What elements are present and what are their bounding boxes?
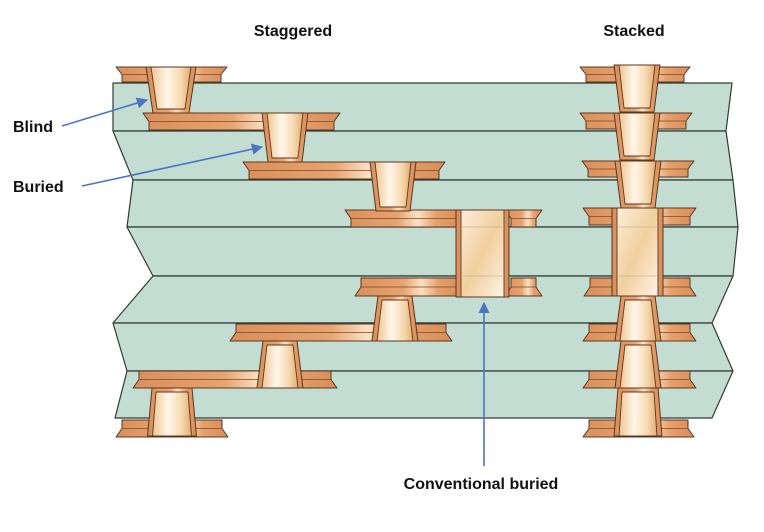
conventional-buried-via: [455, 209, 510, 298]
staggered-trace-layer7: [132, 370, 338, 389]
via-fill: [376, 299, 414, 342]
staggered-buried-microvia-6: [256, 340, 304, 389]
blind-arrow: [61, 97, 149, 127]
via-fill: [619, 344, 657, 389]
staggered-buried-microvia-3: [369, 161, 417, 212]
via-fill: [616, 207, 659, 297]
stacked-heading: Stacked: [603, 23, 664, 40]
staggered-trace-layer2: [142, 112, 341, 131]
via-fill: [266, 112, 304, 159]
via-fill: [619, 160, 657, 205]
conventional-via-right-pad-bottom: [504, 277, 543, 297]
stacked-core-buried-via: [611, 207, 664, 297]
stacked-microvia-5: [614, 295, 662, 342]
conventional-buried-label: Conventional buried: [404, 476, 559, 493]
stacked-blind-via-top: [613, 64, 661, 113]
staggered-trace-layer6: [229, 323, 453, 342]
staggered-buried-microvia-2: [261, 112, 309, 163]
blind-label: Blind: [13, 119, 53, 136]
stacked-microvia-3: [614, 160, 662, 209]
stacked-microvia-6: [614, 340, 662, 389]
stacked-microvia-2: [613, 112, 661, 161]
staggered-trace-layer5: [354, 277, 463, 297]
via-fill: [619, 299, 657, 342]
vias: [145, 64, 664, 437]
buried-label: Buried: [13, 179, 64, 196]
buried-arrow: [81, 143, 264, 187]
via-fill: [460, 209, 505, 298]
via-fill: [150, 66, 192, 110]
staggered-blind-via-bottom: [147, 387, 197, 437]
via-fill: [618, 64, 656, 109]
staggered-heading: Staggered: [254, 23, 332, 40]
staggered-blind-via: [145, 66, 197, 114]
staggered-trace-layer4: [344, 209, 463, 228]
via-fill: [374, 161, 412, 208]
via-fill: [152, 391, 192, 437]
staggered-buried-microvia-5: [371, 295, 419, 342]
via-fill: [618, 112, 656, 157]
annotation-arrows: [61, 97, 490, 466]
conventional-via-right-pad-top: [504, 209, 543, 228]
via-fill: [618, 391, 658, 437]
stacked-blind-via-bottom: [613, 387, 663, 437]
via-fill: [261, 344, 299, 389]
